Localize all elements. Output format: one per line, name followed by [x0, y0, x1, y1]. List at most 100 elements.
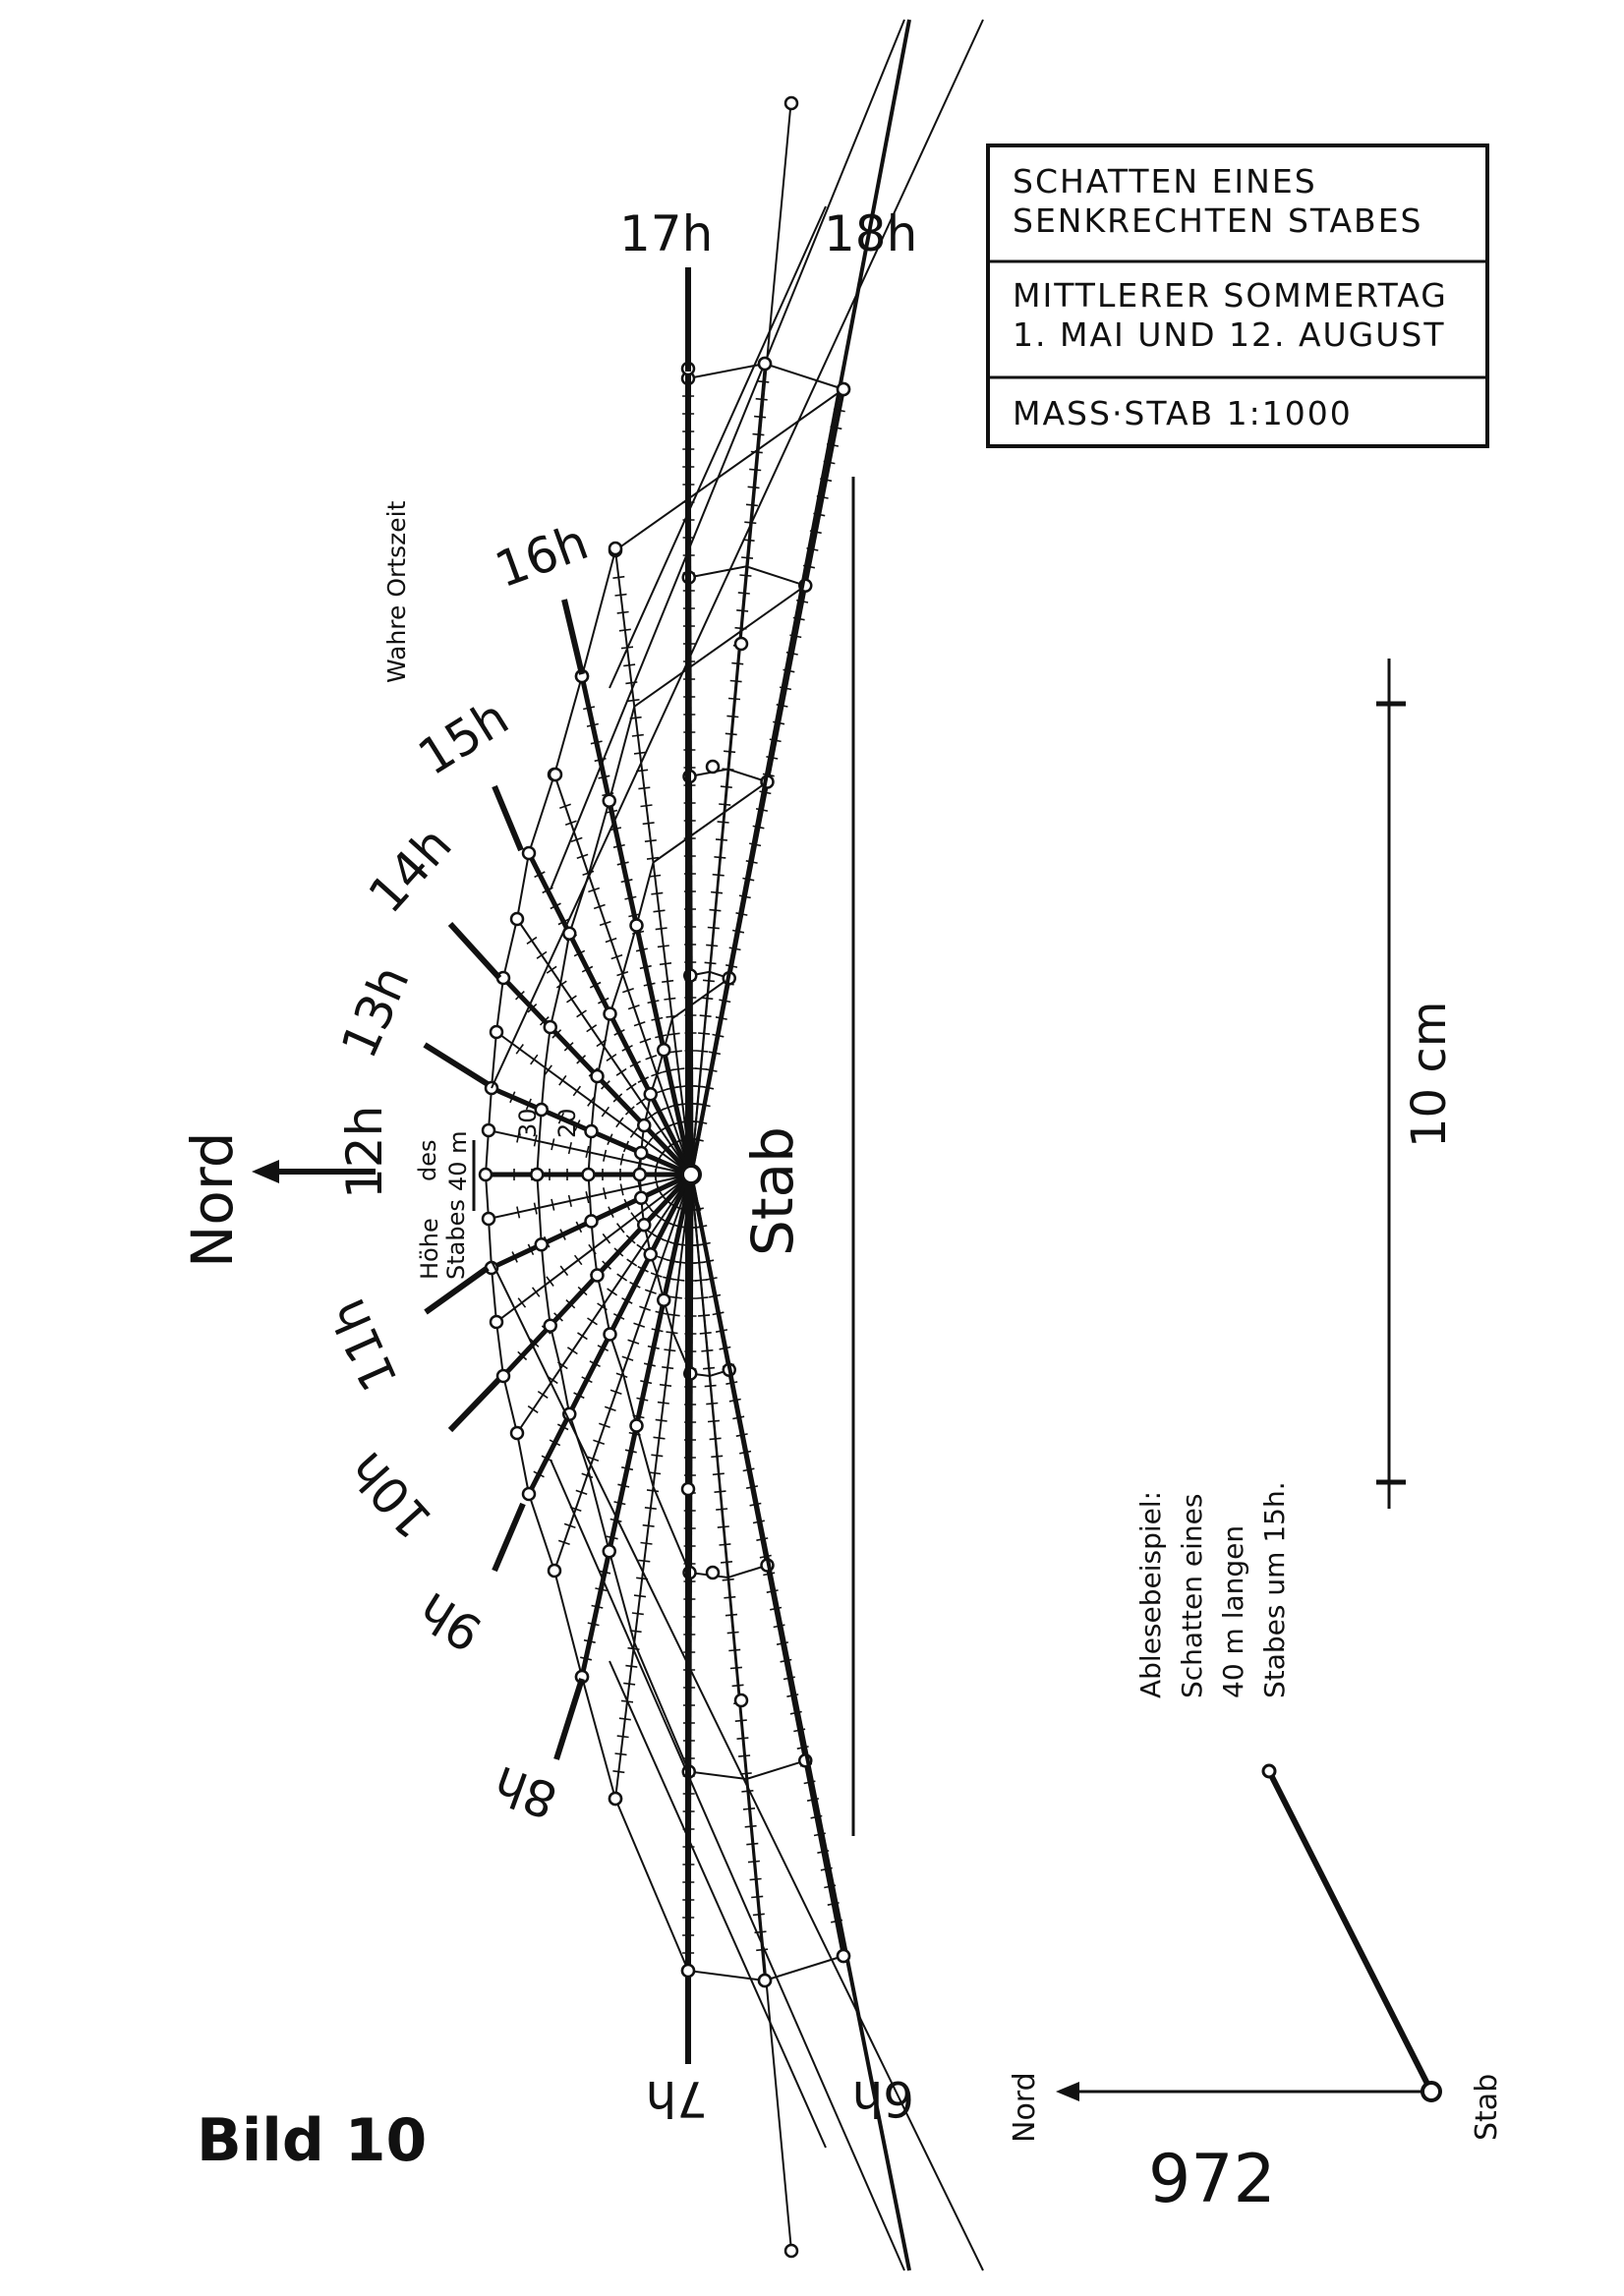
scale-label: 10 cm	[1402, 1002, 1457, 1148]
hour-labels: 17h 18h 16h 15h 14h 13h 12h 11h 10h 9h 8…	[319, 205, 917, 2127]
line-node	[757, 1973, 773, 1988]
title-line-1: SCHATTEN EINES	[1013, 162, 1317, 201]
hour-label-15h: 15h	[409, 688, 519, 786]
figure-caption: Bild 10	[197, 2106, 427, 2175]
hour-label-17h: 17h	[619, 205, 713, 262]
ray-1430-ticks	[526, 936, 677, 1150]
hour-label-18h: 18h	[824, 205, 917, 262]
ray-6h-extended	[689, 1174, 911, 2271]
ring-node	[637, 1218, 652, 1233]
line-node	[836, 1948, 851, 1964]
outer-line-3	[550, 19, 905, 890]
hour-label-8h: 8h	[487, 1754, 565, 1829]
ray-1330-ticks	[515, 1044, 667, 1160]
title-line-3: MITTLERER SOMMERTAG	[1013, 276, 1448, 315]
hour-label-10h: 10h	[338, 1441, 443, 1549]
ring-node	[602, 1544, 616, 1559]
ray-1730-extended	[690, 97, 792, 1176]
ring-node	[521, 1486, 537, 1502]
example-nord-label: Nord	[1008, 2072, 1042, 2143]
title-line-4: 1. MAI UND 12. AUGUST	[1013, 316, 1446, 354]
ring-node	[657, 1043, 671, 1058]
ring-node	[632, 1167, 647, 1182]
ray-1130-ticks	[516, 1176, 659, 1219]
ring-node	[534, 1102, 549, 1118]
line-node	[836, 381, 851, 397]
nord-label: Nord	[179, 1131, 246, 1268]
ring-node	[481, 1122, 496, 1138]
ring-node	[547, 1563, 562, 1578]
ray-18h-extended	[689, 19, 911, 1176]
hour-pointer-4	[447, 921, 502, 981]
stab-point	[680, 1164, 702, 1185]
ring-node	[603, 1006, 617, 1021]
line-node	[757, 356, 773, 372]
outer-line-2	[491, 1260, 984, 2271]
ring-node	[509, 1425, 525, 1441]
ring-20-label: 20	[553, 1108, 581, 1138]
hour-label-9h: 9h	[409, 1580, 493, 1662]
hour-pointer-2	[561, 599, 585, 675]
wahre-ortszeit-label: Wahre Ortszeit	[382, 500, 411, 683]
ring-node	[543, 1318, 557, 1333]
ring-node	[584, 1123, 599, 1139]
line-node	[733, 636, 749, 652]
ray-1630-ticks	[612, 575, 693, 1141]
outer-line-4	[550, 1459, 905, 2271]
line-node	[608, 541, 623, 556]
ring-node	[481, 1211, 496, 1227]
nord-arrow	[252, 1160, 376, 1183]
line-node	[548, 767, 563, 782]
line-node	[680, 1481, 696, 1497]
hour-pointer-9	[553, 1678, 585, 1760]
ring-node	[634, 1145, 649, 1161]
scale-bar	[1376, 659, 1406, 1509]
ring-node	[478, 1167, 493, 1182]
hoehe-label-2: Stabes	[442, 1199, 470, 1280]
example-shadow	[1056, 1763, 1442, 2102]
line-node	[705, 1565, 721, 1580]
ring-node	[643, 1087, 658, 1102]
outer-line-6	[609, 1660, 827, 2149]
stab-pointer	[690, 1186, 702, 1212]
hour-label-6h: 6h	[851, 2070, 914, 2127]
ring-node	[590, 1268, 605, 1283]
line-node	[608, 1791, 623, 1807]
line-node	[733, 1693, 749, 1708]
line-node	[783, 95, 799, 111]
outer-line-5	[609, 205, 827, 689]
hour-pointer-5	[423, 1042, 490, 1087]
hour-pointer-7	[447, 1376, 502, 1433]
ring-node	[495, 1368, 511, 1384]
ring-node	[543, 1019, 557, 1035]
title-line-5: MASS·STAB 1:1000	[1013, 394, 1353, 432]
example-line-2: Schatten eines	[1176, 1494, 1208, 1698]
ring-node	[581, 1167, 596, 1182]
ring-node	[657, 1292, 671, 1307]
hour-label-12h: 12h	[336, 1106, 393, 1199]
page-number: 972	[1148, 2141, 1276, 2218]
example-line-4: Stabes um 15h.	[1258, 1481, 1291, 1698]
example-line-3: 40 m langen	[1217, 1525, 1249, 1698]
ring-node	[629, 918, 644, 933]
ring-node	[521, 845, 537, 861]
ring-node	[637, 1118, 652, 1133]
hour-pointer-6	[424, 1265, 490, 1315]
title-line-2: SENKRECHTEN STABES	[1013, 201, 1423, 240]
ring-node	[509, 911, 525, 927]
ray-1230-ticks	[516, 1130, 659, 1174]
ring-node	[584, 1214, 599, 1229]
ring-node	[590, 1068, 605, 1084]
ray-1030-ticks	[517, 1190, 667, 1308]
height-value-label: 40 m	[444, 1130, 472, 1191]
hour-label-11h: 11h	[319, 1291, 409, 1400]
hour-label-16h: 16h	[488, 513, 595, 599]
example-stab-label: Stab	[1470, 2074, 1504, 2141]
ring-node	[489, 1314, 504, 1330]
ring-node	[602, 793, 616, 808]
stab-label: Stab	[739, 1126, 806, 1256]
example-line-1: Ablesebeispiel:	[1134, 1491, 1167, 1698]
shadow-fan	[423, 19, 984, 2271]
hour-label-14h: 14h	[358, 816, 463, 924]
